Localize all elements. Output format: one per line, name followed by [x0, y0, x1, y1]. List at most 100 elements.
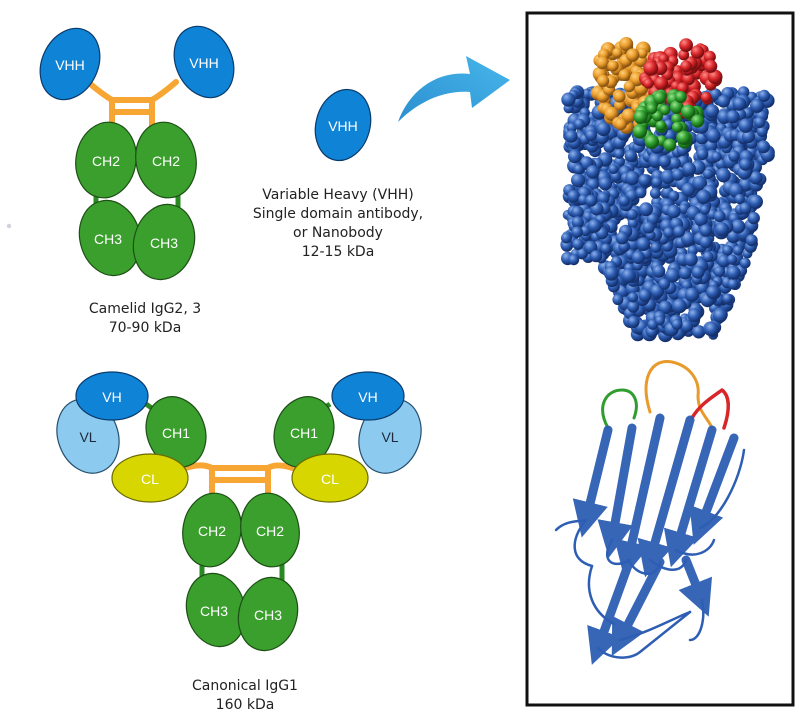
atom-sphere: [681, 182, 696, 197]
canonical-ch1-right-label: CH1: [290, 425, 318, 441]
camelid-caption-line2: 70-90 kDa: [108, 320, 182, 336]
atom-sphere: [654, 76, 669, 91]
atom-sphere: [660, 169, 676, 185]
camelid-ch3-right-domain: [132, 203, 196, 281]
atom-sphere: [618, 195, 630, 207]
canonical-ch3-right-label: CH3: [254, 607, 282, 623]
atom-sphere: [623, 80, 636, 93]
vhh-caption-line3: or Nanobody: [293, 225, 383, 241]
atom-sphere: [694, 212, 708, 227]
atom-sphere: [587, 218, 602, 233]
atom-sphere: [757, 140, 770, 154]
atom-sphere: [733, 245, 744, 256]
cdr-red-loop: [690, 388, 730, 430]
canonical-vh-left-label: VH: [102, 389, 121, 405]
atom-sphere: [571, 205, 584, 219]
canonical-ch2-right-label: CH2: [256, 523, 284, 539]
atom-sphere: [612, 47, 623, 58]
atom-sphere: [600, 243, 612, 254]
camelid-caption: Camelid IgG2, 3 70-90 kDa: [60, 300, 230, 338]
atom-sphere: [671, 121, 683, 133]
atom-sphere: [685, 287, 700, 302]
canonical-ch3-left-label: CH3: [200, 603, 228, 619]
atom-sphere: [717, 254, 731, 268]
atom-sphere: [590, 250, 603, 263]
atom-sphere: [742, 130, 755, 144]
atom-sphere: [739, 257, 751, 269]
atom-sphere: [596, 56, 609, 70]
atom-sphere: [678, 266, 692, 280]
atom-sphere: [699, 235, 713, 249]
canonical-cl-left-label: CL: [141, 471, 159, 487]
atom-sphere: [750, 98, 765, 113]
atom-sphere: [644, 134, 659, 149]
atom-sphere: [564, 130, 578, 143]
atom-sphere: [614, 148, 625, 159]
atom-sphere: [574, 118, 585, 130]
camelid-vhh-right-domain: [173, 25, 235, 99]
atom-sphere: [756, 126, 768, 137]
atom-sphere: [758, 89, 771, 102]
atom-sphere: [715, 222, 729, 237]
canonical-ch1-left-domain: [145, 396, 207, 468]
vhh-fragment-domain: [314, 88, 372, 162]
structure-panel: [525, 11, 795, 707]
atom-sphere: [614, 118, 627, 131]
atom-sphere: [706, 128, 721, 143]
atom-sphere: [655, 120, 667, 131]
atom-sphere: [668, 190, 680, 202]
atom-sphere: [659, 104, 671, 116]
atom-sphere: [667, 204, 681, 219]
atom-sphere: [638, 174, 651, 187]
atom-sphere: [674, 91, 687, 103]
camelid-ch3-right-label: CH3: [150, 235, 178, 251]
atom-sphere: [646, 103, 658, 115]
atom-sphere: [632, 124, 647, 139]
atom-sphere: [680, 319, 694, 333]
atom-sphere: [676, 130, 691, 145]
atom-sphere: [585, 194, 598, 207]
canonical-ch1-right-domain: [273, 396, 335, 468]
atom-sphere: [709, 88, 722, 101]
camelid-ch3-left-label: CH3: [94, 231, 122, 247]
vhh-fragment-label: VHH: [328, 118, 358, 134]
atom-sphere: [747, 211, 760, 225]
canonical-caption-line2: 160 kDa: [215, 697, 275, 713]
atom-sphere: [652, 110, 663, 122]
atom-sphere: [615, 231, 629, 245]
canonical-caption: Canonical IgG1 160 kDa: [150, 677, 340, 715]
vhh-caption-line1: Variable Heavy (VHH): [262, 187, 414, 203]
curved-arrow-icon: [398, 56, 510, 122]
atom-sphere: [586, 165, 600, 179]
atom-sphere: [702, 251, 714, 263]
atom-sphere: [671, 318, 683, 330]
atom-sphere: [749, 171, 763, 185]
canonical-ch2-left-domain: [182, 492, 242, 568]
atom-sphere: [580, 225, 591, 237]
atom-sphere: [672, 298, 687, 314]
atom-sphere: [706, 285, 720, 300]
canonical-vl-right-label: VL: [381, 429, 398, 445]
atom-sphere: [734, 193, 745, 205]
atom-sphere: [635, 187, 647, 199]
atom-sphere: [604, 266, 619, 281]
canonical-hinge: [177, 462, 301, 503]
atom-sphere: [649, 187, 661, 199]
atom-sphere: [613, 90, 626, 103]
vhh-caption-line2: Single domain antibody,: [252, 206, 424, 222]
atom-sphere: [704, 59, 718, 73]
atom-sphere: [665, 268, 680, 283]
atom-sphere: [642, 221, 655, 234]
atom-sphere: [663, 138, 677, 152]
atom-sphere: [680, 60, 692, 73]
atom-sphere: [717, 94, 730, 108]
atom-sphere: [585, 129, 597, 142]
atom-sphere: [678, 203, 690, 215]
atom-sphere: [727, 278, 739, 290]
atom-sphere: [713, 266, 726, 278]
atom-sphere: [571, 173, 586, 188]
atom-sphere: [748, 194, 763, 209]
canonical-vh-right-label: VH: [358, 389, 377, 405]
atom-sphere: [695, 281, 710, 295]
atom-sphere: [687, 308, 702, 323]
